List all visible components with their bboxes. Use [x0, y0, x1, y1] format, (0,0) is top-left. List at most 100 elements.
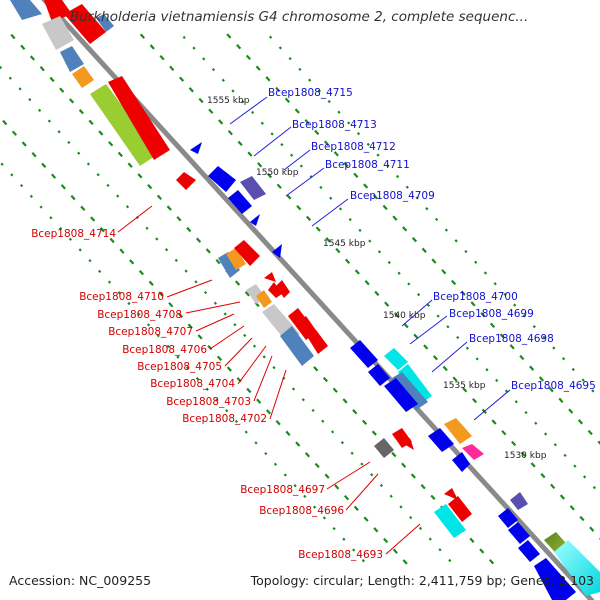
tick-mark	[471, 397, 478, 404]
gene-feature[interactable]	[208, 166, 236, 192]
gene-feature[interactable]	[384, 378, 418, 412]
gene-label[interactable]: Bcep1808_4696	[259, 505, 344, 517]
gene-feature[interactable]	[534, 558, 576, 600]
gene-feature[interactable]	[268, 282, 282, 298]
tick-mark	[215, 398, 219, 402]
gene-label[interactable]: Bcep1808_4709	[350, 190, 435, 202]
tick-mark	[329, 196, 333, 200]
gene-label[interactable]: Bcep1808_4695	[511, 380, 596, 392]
tick-mark	[552, 346, 556, 350]
gene-label[interactable]: Bcep1808_4697	[240, 484, 325, 496]
gene-feature[interactable]	[368, 364, 390, 386]
gene-label[interactable]: Bcep1808_4702	[182, 413, 267, 425]
gene-feature[interactable]	[462, 444, 484, 460]
gene-feature[interactable]	[10, 0, 42, 20]
tick-mark	[577, 419, 584, 425]
tick-mark	[298, 67, 302, 71]
tick-mark	[299, 164, 304, 168]
tick-mark	[198, 97, 204, 104]
gene-feature[interactable]	[44, 0, 72, 22]
gene-feature[interactable]	[272, 244, 282, 258]
tick-mark	[520, 451, 526, 457]
gene-feature[interactable]	[428, 428, 454, 452]
gene-feature[interactable]	[228, 190, 252, 214]
gene-feature[interactable]	[434, 504, 466, 538]
gene-label[interactable]: Bcep1808_4713	[292, 119, 377, 131]
gene-label[interactable]: Bcep1808_4715	[268, 87, 353, 99]
gene-feature[interactable]	[374, 438, 394, 458]
tick-mark	[176, 355, 180, 359]
tick-mark	[332, 387, 338, 393]
gene-feature[interactable]	[60, 46, 84, 72]
tick-mark	[301, 398, 305, 402]
tick-mark	[377, 250, 382, 254]
tick-mark	[363, 516, 369, 522]
gene-label[interactable]: Bcep1808_4705	[137, 361, 222, 373]
gene-label[interactable]: Bcep1808_4710	[79, 291, 164, 303]
gene-feature[interactable]	[392, 372, 428, 410]
gene-label[interactable]: Bcep1808_4699	[449, 308, 534, 320]
gene-feature[interactable]	[256, 290, 272, 308]
tick-mark	[234, 280, 241, 286]
gene-feature[interactable]	[90, 84, 158, 166]
gene-label[interactable]: Bcep1808_4706	[122, 344, 207, 356]
tick-mark	[376, 153, 380, 157]
gene-feature[interactable]	[240, 176, 266, 200]
gene-label[interactable]: Bcep1808_4707	[108, 326, 193, 338]
gene-feature[interactable]	[518, 540, 540, 562]
gene-label[interactable]: Bcep1808_4708	[97, 309, 182, 321]
gene-feature[interactable]	[308, 330, 328, 354]
gene-feature[interactable]	[234, 240, 260, 266]
tick-mark	[275, 419, 281, 426]
gene-feature[interactable]	[444, 418, 472, 444]
gene-feature[interactable]	[176, 172, 196, 190]
gene-feature[interactable]	[42, 16, 74, 50]
gene-label[interactable]: Bcep1808_4714	[31, 228, 116, 240]
gene-feature[interactable]	[510, 492, 528, 510]
tick-mark	[137, 312, 141, 316]
gene-label[interactable]: Bcep1808_4711	[325, 159, 410, 171]
gene-feature[interactable]	[384, 348, 408, 370]
tick-mark	[129, 259, 135, 265]
gene-feature[interactable]	[350, 340, 378, 368]
gene-feature[interactable]	[498, 508, 518, 528]
gene-feature[interactable]	[404, 438, 414, 450]
tick-mark	[312, 505, 317, 509]
gene-label[interactable]: Bcep1808_4703	[166, 396, 251, 408]
gene-feature[interactable]	[218, 252, 240, 278]
gene-feature[interactable]	[64, 4, 106, 44]
gene-feature[interactable]	[448, 496, 472, 522]
tick-mark	[371, 430, 377, 436]
tick-mark	[194, 280, 198, 284]
tick-mark	[99, 227, 105, 233]
tick-mark	[319, 185, 323, 190]
gene-label[interactable]: Bcep1808_4693	[298, 549, 383, 561]
gene-feature[interactable]	[444, 488, 458, 500]
tick-mark	[571, 367, 575, 372]
gene-feature[interactable]	[280, 326, 314, 366]
gene-label[interactable]: Bcep1808_4704	[150, 378, 235, 390]
gene-feature[interactable]	[108, 76, 170, 160]
tick-mark	[252, 344, 257, 348]
gene-label[interactable]: Bcep1808_4700	[433, 291, 518, 303]
tick-mark	[308, 78, 312, 82]
gene-feature[interactable]	[226, 248, 246, 270]
gene-feature[interactable]	[96, 14, 114, 32]
gene-feature[interactable]	[554, 540, 600, 596]
gene-feature[interactable]	[452, 452, 470, 472]
scale-mark-label: 1545 kbp	[323, 239, 366, 249]
tick-mark	[68, 237, 73, 241]
gene-label[interactable]: Bcep1808_4698	[469, 333, 554, 345]
gene-label[interactable]: Bcep1808_4712	[311, 141, 396, 153]
tick-mark	[444, 228, 449, 232]
tick-mark	[166, 205, 172, 211]
gene-feature[interactable]	[190, 142, 202, 154]
gene-feature[interactable]	[250, 214, 260, 226]
gene-feature[interactable]	[276, 280, 290, 298]
gene-feature[interactable]	[264, 272, 276, 282]
tick-mark	[226, 366, 232, 372]
gene-feature[interactable]	[72, 66, 94, 88]
gene-feature[interactable]	[398, 364, 432, 404]
gene-feature[interactable]	[508, 522, 530, 544]
